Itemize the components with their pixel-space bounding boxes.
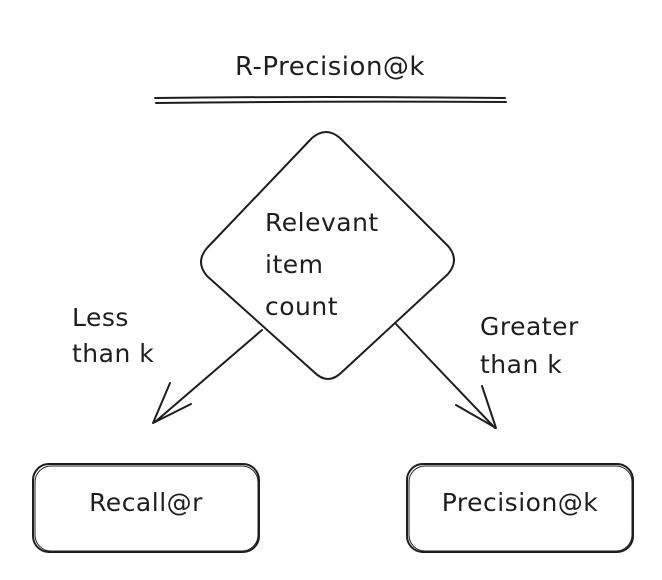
- arrow-greater-than-k-head: [455, 385, 497, 429]
- decision-label: Relevant item count: [265, 202, 379, 328]
- edge-label-line: than k: [72, 339, 155, 368]
- decision-label-line: item: [265, 250, 324, 279]
- outcome-label-recall: Recall@r: [89, 488, 203, 517]
- arrow-less-than-k: [154, 329, 263, 423]
- arrow-less-than-k-head: [152, 382, 192, 424]
- arrow-greater-than-k: [395, 323, 496, 429]
- decision-label-line: Relevant: [265, 208, 379, 237]
- edge-label-less-than-k: Less than k: [72, 300, 154, 372]
- decision-label-line: count: [265, 292, 339, 321]
- edge-label-line: than k: [480, 350, 563, 379]
- outcome-box-recall-sketch-stroke: [34, 465, 259, 552]
- edge-label-line: Greater: [480, 312, 579, 341]
- title-underline-second-stroke: [155, 100, 507, 104]
- title-underline: [154, 96, 506, 99]
- decision-diamond: [200, 131, 455, 380]
- outcome-box-precision-sketch-stroke: [408, 465, 633, 552]
- diagram-title: R-Precision@k: [235, 52, 425, 82]
- edge-label-greater-than-k: Greater than k: [480, 308, 579, 384]
- outcome-box-precision: [406, 463, 634, 553]
- outcome-box-recall: [32, 463, 260, 553]
- edge-label-line: Less: [72, 303, 129, 332]
- outcome-label-precision: Precision@k: [441, 488, 599, 517]
